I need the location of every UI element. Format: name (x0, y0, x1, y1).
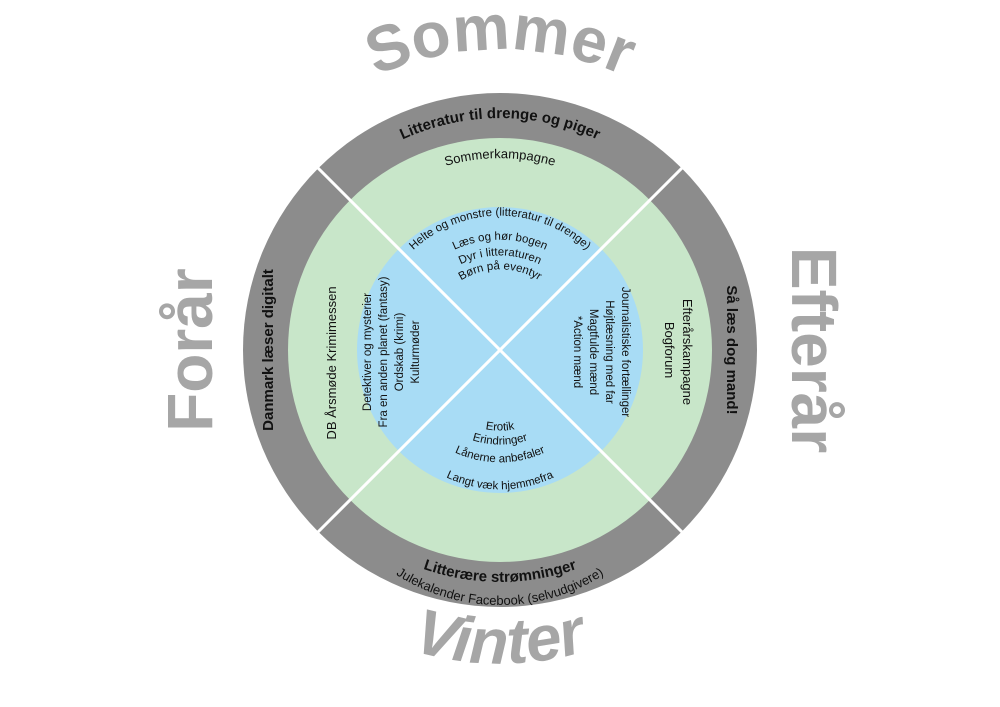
inner-item-spring: Ordskab (krimi) (394, 313, 406, 392)
season-label-winter: Vinter (408, 594, 594, 678)
inner-item-autumn: *Action mænd (571, 316, 583, 388)
middle-label-autumn: Bogforum (662, 322, 677, 378)
inner-item-spring: Detektiver og mysterier (362, 293, 374, 411)
season-label-autumn: Efterår (778, 247, 850, 453)
inner-item-winter: Erotik (485, 420, 515, 433)
middle-label-spring: DB Årsmøde Krimimessen (324, 286, 339, 439)
inner-item-autumn: Højtlæsning med far (603, 300, 615, 404)
season-label-summer: Sommer (355, 0, 646, 89)
season-label-spring: Forår (154, 268, 226, 432)
divider-line (294, 144, 706, 556)
middle-label-summer: Sommerkampagne (443, 146, 558, 169)
inner-item-autumn: Journalistiske fortællinger (619, 287, 631, 418)
inner-item-spring: Kulturmøder (410, 320, 422, 383)
inner-item-autumn: Magtfulde mænd (587, 309, 599, 395)
outer-label-spring: Danmark læser digitalt (260, 269, 277, 431)
inner-item-spring: Fra en anden planet (fantasy) (378, 276, 390, 427)
outer-label-autumn: Så læs dog mand! (723, 285, 740, 414)
middle-label-autumn: Efterårskampagne (680, 299, 695, 405)
inner-item-winter: Erindringer (471, 432, 528, 448)
